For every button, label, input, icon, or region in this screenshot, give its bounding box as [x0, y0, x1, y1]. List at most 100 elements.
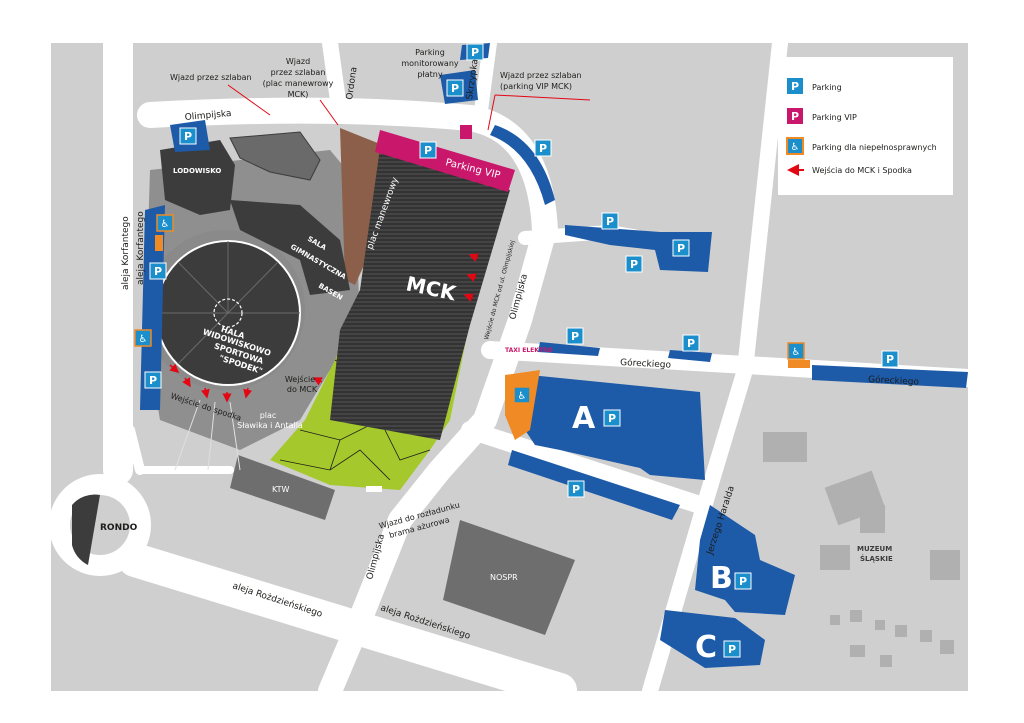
sala-building [230, 200, 350, 295]
rondo-building [72, 494, 100, 565]
legend-item-parking: P Parking [787, 78, 842, 94]
svg-text:P: P [606, 215, 614, 228]
parking-icon: P [881, 350, 899, 368]
svg-text:P: P [687, 337, 695, 350]
svg-text:P: P [184, 130, 192, 143]
svg-text:P: P [739, 575, 747, 588]
note-line-vip-2 [494, 94, 591, 101]
accessible-icons: ♿ ♿ ♿ ♿ [134, 214, 805, 404]
parking-icon: P [144, 371, 162, 389]
parking-icons: P P P P P P P P P P P P P P P P [144, 43, 899, 658]
svg-text:P: P [149, 374, 157, 387]
parking-icon: P [446, 79, 464, 97]
svg-text:MCK): MCK) [288, 90, 309, 99]
parking-icon: P [534, 139, 552, 157]
accessible-parking-icon: ♿ [513, 386, 531, 404]
road-olimpijska-label: Olimpijska [184, 109, 232, 123]
lodowisko-label: LODOWISKO [173, 167, 221, 175]
svg-text:P: P [608, 412, 616, 425]
road-goreckiego-label: Góreckiego [620, 357, 672, 371]
svg-text:P: P [424, 144, 432, 157]
legend-item-parking-vip: P Parking VIP [787, 108, 857, 124]
road-ordona-label: Ordona [345, 66, 360, 100]
note-line-vip [487, 94, 496, 131]
parking-icon: P [672, 239, 690, 257]
svg-text:(parking VIP MCK): (parking VIP MCK) [500, 82, 572, 91]
svg-text:P: P [539, 142, 547, 155]
parking-icon [787, 78, 803, 94]
svg-text:Wjazd: Wjazd [286, 57, 310, 66]
muzeum-label-1: MUZEUM [857, 545, 892, 553]
svg-text:P: P [571, 330, 579, 343]
svg-text:P: P [677, 242, 685, 255]
parking-vip-strip [375, 130, 515, 192]
note-wjazd-plac: Wjazd przez szlaban (plac manewrowy MCK) [263, 57, 334, 99]
svg-text:P: P [886, 353, 894, 366]
parking-icon: P [723, 640, 741, 658]
accessible-parking-icon: ♿ [134, 329, 152, 347]
muzeum-label-2: ŚLĄSKIE [860, 554, 893, 563]
parking-icon: P [601, 212, 619, 230]
accessible-strip-goreckiego [788, 360, 810, 368]
svg-text:P: P [791, 110, 799, 123]
rondo-label: RONDO [100, 523, 138, 533]
parking-icon: P [566, 327, 584, 345]
accessible-parking-icon: ♿ [787, 342, 805, 360]
parking-icon: P [625, 255, 643, 273]
mck-building [330, 148, 510, 440]
parking-b-letter: B [710, 561, 733, 596]
svg-text:♿: ♿ [791, 142, 800, 153]
legend-box [778, 57, 953, 195]
parking-c-letter: C [695, 630, 717, 665]
svg-text:♿: ♿ [139, 334, 148, 345]
walkways [174, 399, 241, 471]
svg-text:Parking dla niepełnosprawnych: Parking dla niepełnosprawnych [812, 143, 937, 152]
svg-text:Wejście: Wejście [285, 374, 315, 384]
legend-item-entrance: Wejścia do MCK i Spodka [787, 164, 912, 176]
svg-text:płatny: płatny [417, 70, 442, 79]
spodek-center-ring [213, 298, 243, 328]
svg-text:P: P [451, 82, 459, 95]
svg-text:(plac manewrowy: (plac manewrowy [263, 79, 334, 88]
note-wjazd-szlaban: Wjazd przez szlaban [170, 73, 252, 82]
svg-text:♿: ♿ [161, 219, 170, 230]
parking-vip-icon [787, 108, 803, 124]
note-wjazd-vip: Wjazd przez szlaban (parking VIP MCK) [500, 71, 582, 91]
note-plac-slawika: plac Sławika i Antalla [237, 411, 303, 430]
parking-icon: P [734, 572, 752, 590]
road-korfantego-label-1: aleja Korfantego [121, 216, 131, 290]
svg-text:monitorowany: monitorowany [401, 59, 459, 68]
legend: P Parking P Parking VIP ♿ Parking dla ni… [778, 57, 953, 195]
parking-icon: P [179, 127, 197, 145]
parking-icon: P [567, 480, 585, 498]
svg-text:P: P [471, 46, 479, 59]
svg-text:Parking VIP: Parking VIP [812, 113, 857, 122]
svg-text:P: P [572, 483, 580, 496]
vip-gate [460, 125, 472, 139]
svg-text:♿: ♿ [792, 347, 801, 358]
accessible-strip-korfantego [155, 235, 163, 251]
muzeum-buildings [763, 432, 960, 667]
entrance-arrows [169, 253, 479, 403]
svg-text:P: P [791, 80, 799, 93]
legend-item-accessible: ♿ Parking dla niepełnosprawnych [786, 137, 937, 155]
svg-text:Parking: Parking [415, 48, 445, 57]
svg-text:P: P [630, 258, 638, 271]
ktw-gate [366, 486, 382, 492]
svg-text:P: P [728, 643, 736, 656]
svg-text:Sławika i Antalla: Sławika i Antalla [237, 421, 303, 430]
parking-a-letter: A [572, 401, 596, 436]
lodowisko-building [160, 140, 235, 215]
note-line-plac [319, 99, 339, 126]
svg-text:♿: ♿ [518, 391, 527, 402]
parking-vip-icon: P [419, 141, 437, 159]
note-line-szlaban [227, 84, 271, 116]
parking-icon: P [682, 334, 700, 352]
tech-building [229, 131, 321, 181]
parking-icon: P [603, 409, 621, 427]
accessible-parking-icon [786, 137, 804, 155]
svg-text:Parking: Parking [812, 83, 842, 92]
parking-icon: P [149, 262, 167, 280]
roads [49, 28, 977, 707]
